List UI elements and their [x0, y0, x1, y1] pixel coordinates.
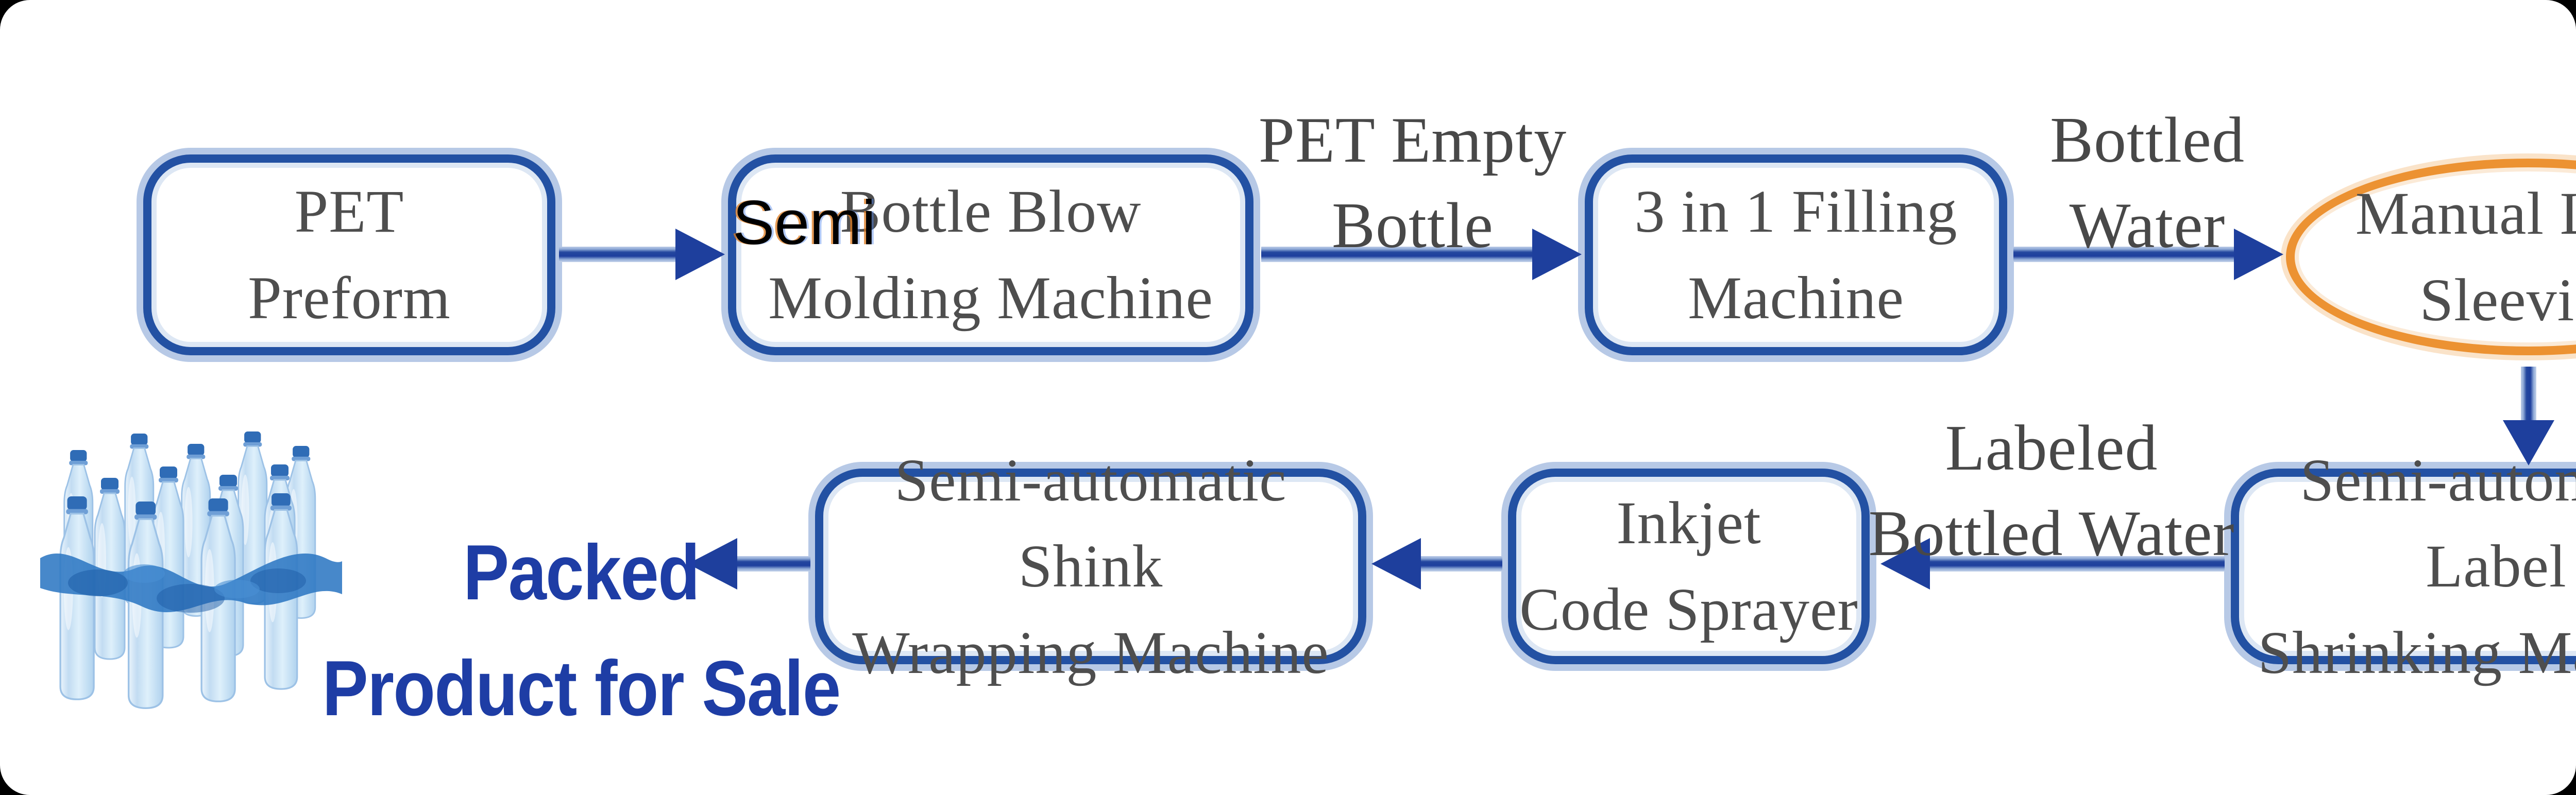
arrow-head-left-icon — [1880, 538, 1930, 590]
arrow-head-down-icon — [2503, 420, 2554, 465]
node-bottle-blow-molding-label: Bottle Blow Molding Machine — [768, 178, 1213, 332]
arrow-sleeving-to-shrinking — [2503, 367, 2554, 465]
node-shrink-wrapping-label: Semi-automatic Shink Wrapping Machine — [852, 446, 1329, 686]
node-manual-label-sleeving: Manual Label Sleeving — [2286, 159, 2576, 355]
node-bottle-blow-molding: Bottle Blow Molding Machine — [728, 154, 1253, 355]
node-manual-label-sleeving-label: Manual Label Sleeving — [2355, 180, 2576, 334]
arrow-shaft — [2013, 247, 2234, 262]
node-label-shrinking: Semi-automatic Label Shrinking Machine — [2231, 446, 2576, 686]
arrow-shaft — [2521, 367, 2536, 420]
flow-label-pet-empty-bottle: PET Empty Bottle — [1258, 105, 1567, 262]
arrow-head-right-icon — [675, 229, 725, 280]
arrow-molding-to-filling — [1261, 228, 1582, 281]
arrow-inkjet-to-wrapping — [1371, 537, 1502, 591]
arrow-shaft — [737, 556, 810, 572]
node-filling-machine-label: 3 in 1 Filling Machine — [1634, 178, 1958, 332]
packed-product-label: Packed Product for Sale — [322, 529, 841, 732]
arrow-shaft — [1421, 556, 1502, 572]
flow-label-bottled-water: Bottled Water — [2050, 105, 2245, 262]
node-label-shrinking-label: Semi-automatic Label Shrinking Machine — [2258, 446, 2576, 686]
arrow-head-right-icon — [1532, 229, 1582, 280]
node-filling-machine: 3 in 1 Filling Machine — [1585, 154, 2007, 355]
arrow-shrinking-to-inkjet — [1880, 537, 2225, 591]
flow-label-labeled-bottled-water: Labeled Bottled Water — [1868, 412, 2235, 570]
arrow-shaft — [559, 247, 675, 262]
arrow-head-right-icon — [2234, 229, 2283, 280]
node-inkjet-code-sprayer: Inkjet Code Sprayer — [1508, 469, 1870, 664]
arrow-head-left-icon — [1371, 538, 1421, 590]
arrow-shaft — [1930, 556, 2225, 572]
node-inkjet-code-sprayer-label: Inkjet Code Sprayer — [1519, 489, 1858, 643]
arrow-wrapping-to-packed — [688, 537, 810, 591]
node-pet-preform: PET Preform — [143, 154, 555, 355]
arrow-preform-to-molding — [559, 228, 725, 281]
arrow-filling-to-sleeving — [2013, 228, 2283, 281]
semi-overlay-text: Semi — [733, 187, 876, 257]
packed-bottles-illustration — [40, 430, 342, 709]
node-pet-preform-label: PET Preform — [248, 178, 451, 332]
node-shrink-wrapping: Semi-automatic Shink Wrapping Machine — [815, 446, 1366, 686]
arrow-head-left-icon — [688, 538, 737, 590]
arrow-shaft — [1261, 247, 1532, 262]
